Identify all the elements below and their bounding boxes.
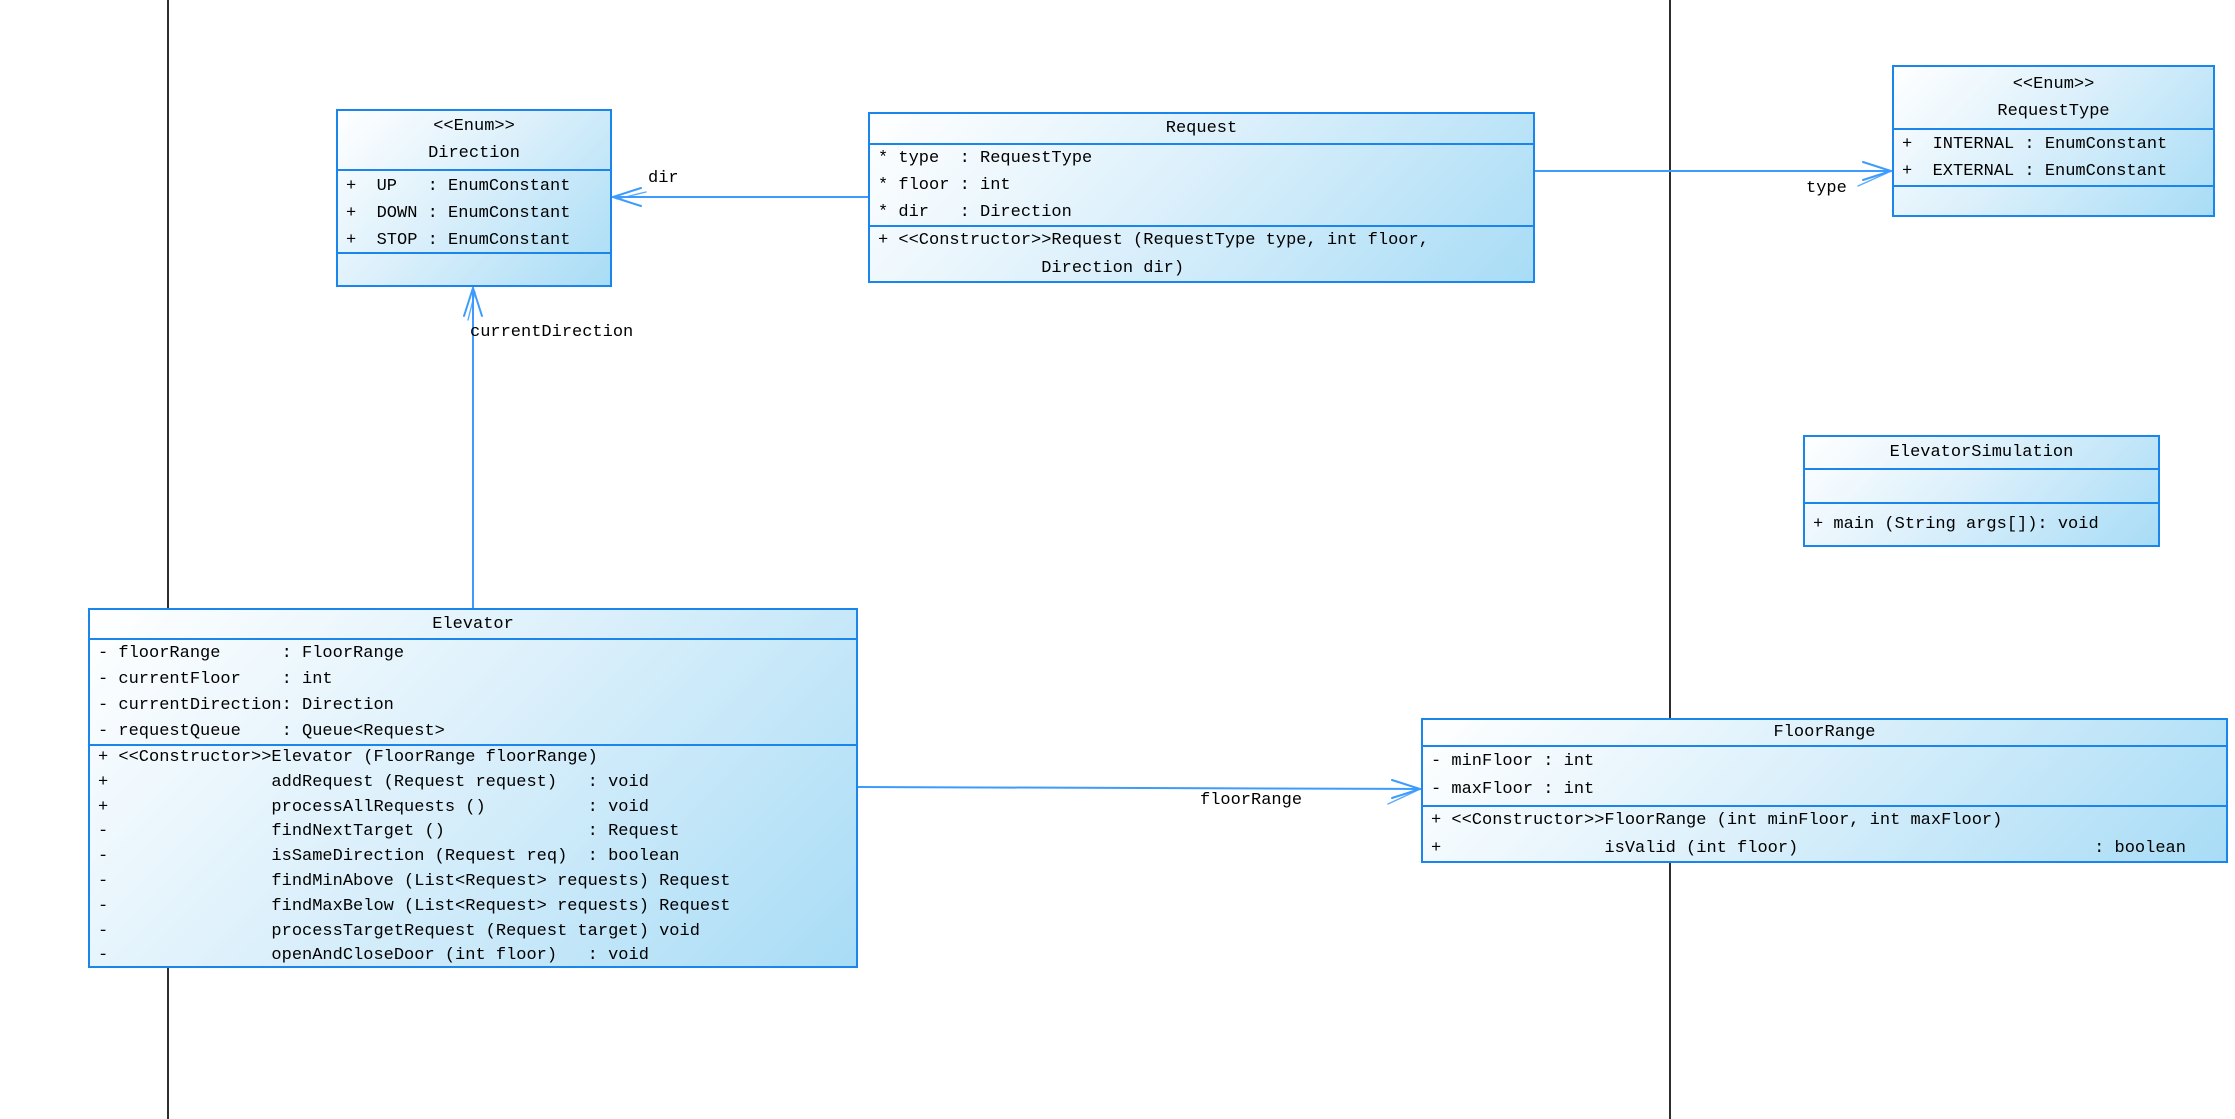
class-elevator[interactable]: Elevator - floorRange : FloorRange - curr…: [88, 608, 858, 968]
class-direction-stereotype: <<Enum>>: [433, 117, 515, 136]
attribute-row: - currentDirection: Direction: [98, 696, 394, 715]
class-elevatorsimulation-title: ElevatorSimulation: [1889, 443, 2074, 462]
class-elevatorsimulation-operations: + main (String args[]): void: [1805, 502, 2158, 545]
class-elevator-operations: + <<Constructor>>Elevator (FloorRange fl…: [90, 744, 856, 966]
class-requesttype-operations: [1894, 185, 2213, 215]
attribute-row: - floorRange : FloorRange: [98, 644, 405, 663]
class-floorrange-title: FloorRange: [1773, 723, 1876, 742]
association-request-requesttype[interactable]: [1534, 161, 1895, 187]
class-request-attributes: * type : RequestType * floor : int * dir :…: [870, 143, 1533, 225]
class-direction-operations: [338, 252, 610, 285]
class-requesttype-attributes: + INTERNAL : EnumConstant + EXTERNAL : En…: [1894, 128, 2213, 185]
attribute-row: + EXTERNAL : EnumConstant: [1902, 162, 2168, 181]
association-elevator-floorrange[interactable]: [857, 779, 1424, 805]
class-elevator-attributes: - floorRange : FloorRange - currentFloor …: [90, 638, 856, 744]
attribute-row: + DOWN : EnumConstant: [346, 204, 571, 223]
attribute-row: * floor : int: [878, 176, 1011, 195]
operation-row: - openAndCloseDoor (int floor) : void: [98, 946, 649, 966]
class-elevator-name-compartment: Elevator: [90, 610, 856, 638]
operation-row: + <<Constructor>>Request (RequestType ty…: [878, 231, 1429, 250]
operation-row: - isSameDirection (Request req) : boolea…: [98, 847, 680, 867]
class-requesttype-name-compartment: <<Enum>> RequestType: [1894, 67, 2213, 128]
class-requesttype-stereotype: <<Enum>>: [2012, 74, 2095, 94]
association-label-currentdirection[interactable]: currentDirection: [470, 323, 634, 342]
attribute-row: + STOP : EnumConstant: [346, 231, 571, 250]
association-label-type[interactable]: type: [1806, 179, 1847, 198]
attribute-row: + UP : EnumConstant: [346, 177, 571, 196]
class-direction-attributes: + UP : EnumConstant + DOWN : EnumConstant…: [338, 169, 610, 252]
attribute-row: * type : RequestType: [878, 149, 1093, 168]
operation-row: + <<Constructor>>FloorRange (int minFloo…: [1431, 811, 2003, 830]
class-direction-title: Direction: [428, 144, 520, 163]
class-elevatorsimulation-name-compartment: ElevatorSimulation: [1805, 437, 2158, 468]
class-requesttype[interactable]: <<Enum>> RequestType + INTERNAL : EnumCo…: [1892, 65, 2215, 217]
attribute-row: - maxFloor : int: [1431, 780, 1595, 799]
class-request[interactable]: Request * type : RequestType * floor : in…: [868, 112, 1535, 283]
operation-row: - findMinAbove (List<Request> requests) …: [98, 871, 731, 891]
association-label-dir[interactable]: dir: [648, 169, 679, 188]
association-elevator-direction[interactable]: [463, 284, 483, 609]
class-floorrange-attributes: - minFloor : int - maxFloor : int: [1423, 745, 2226, 805]
class-elevatorsimulation[interactable]: ElevatorSimulation + main (String args[]…: [1803, 435, 2160, 547]
operation-row: + addRequest (Request request) : void: [98, 772, 649, 792]
class-elevator-title: Elevator: [432, 614, 514, 634]
class-floorrange[interactable]: FloorRange - minFloor : int - maxFloor : …: [1421, 718, 2228, 863]
class-request-operations: + <<Constructor>>Request (RequestType ty…: [870, 225, 1533, 281]
class-request-name-compartment: Request: [870, 114, 1533, 143]
page-separator-line-right: [1669, 0, 1671, 1119]
association-request-direction[interactable]: [609, 187, 869, 207]
class-elevatorsimulation-attributes: [1805, 468, 2158, 502]
operation-row: + isValid (int floor) : boolean: [1431, 839, 2186, 858]
class-requesttype-title: RequestType: [1997, 101, 2110, 121]
operation-row: + main (String args[]): void: [1813, 514, 2099, 534]
attribute-row: - currentFloor : int: [98, 670, 333, 689]
attribute-row: - minFloor : int: [1431, 752, 1595, 771]
attribute-row: - requestQueue : Queue<Request>: [98, 722, 445, 741]
page-separator-line-left: [167, 0, 169, 1119]
association-label-floorrange[interactable]: floorRange: [1200, 791, 1303, 810]
operation-row: - processTargetRequest (Request target) …: [98, 921, 700, 941]
class-floorrange-name-compartment: FloorRange: [1423, 720, 2226, 745]
attribute-row: * dir : Direction: [878, 203, 1072, 222]
class-direction-name-compartment: <<Enum>> Direction: [338, 111, 610, 169]
operation-row: Direction dir): [878, 259, 1185, 278]
operation-row: + processAllRequests () : void: [98, 797, 649, 817]
operation-row: + <<Constructor>>Elevator (FloorRange fl…: [98, 748, 598, 767]
class-request-title: Request: [1165, 119, 1238, 138]
operation-row: - findMaxBelow (List<Request> requests) …: [98, 896, 731, 916]
class-direction[interactable]: <<Enum>> Direction + UP : EnumConstant+ …: [336, 109, 612, 287]
class-floorrange-operations: + <<Constructor>>FloorRange (int minFloo…: [1423, 805, 2226, 861]
attribute-row: + INTERNAL : EnumConstant: [1902, 135, 2168, 154]
operation-row: - findNextTarget () : Request: [98, 822, 680, 842]
